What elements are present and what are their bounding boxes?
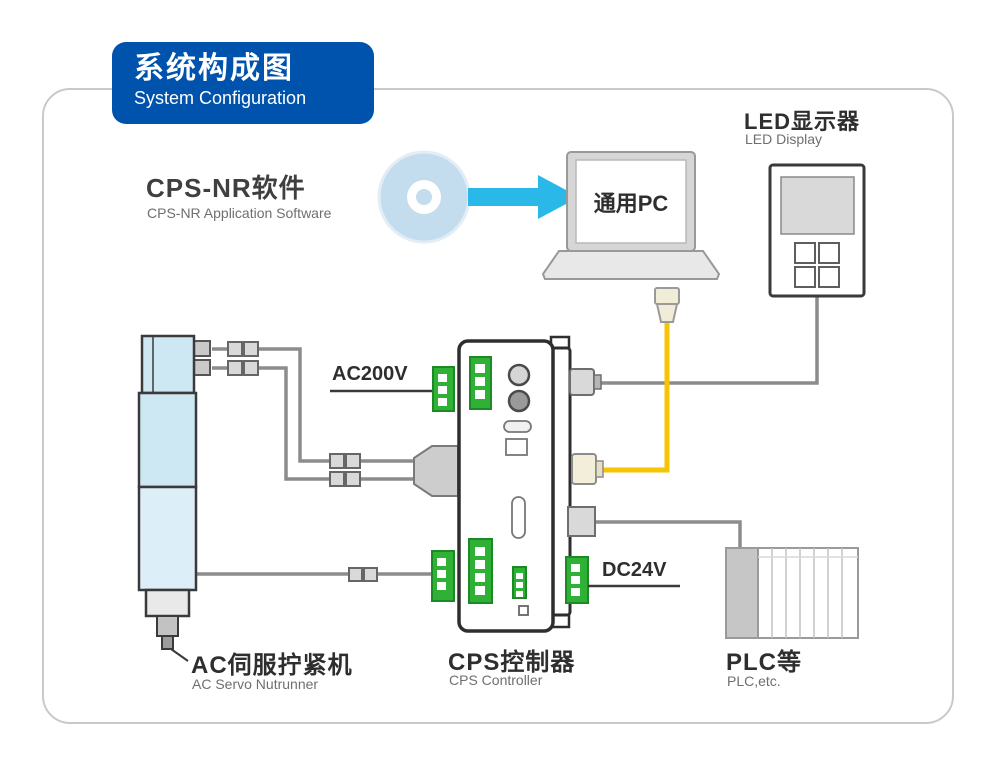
pc-laptop	[541, 151, 721, 280]
led-label-zh: LED显示器	[744, 109, 861, 134]
nutrunner-label-zh: AC伺服拧紧机	[191, 652, 353, 679]
controller-terminal-small-green	[512, 566, 527, 599]
cable-plc	[594, 520, 742, 549]
dc-terminal-green	[565, 556, 589, 604]
page-title-en: System Configuration	[134, 88, 307, 108]
software-label-zh: CPS-NR软件	[146, 173, 306, 203]
controller-rj45-port	[505, 438, 528, 456]
cable-pc-yellow	[600, 321, 670, 473]
nutrunner-device	[137, 334, 211, 662]
cd-disc-icon	[377, 150, 471, 244]
flow-arrow-icon	[468, 175, 579, 219]
software-label-en: CPS-NR Application Software	[147, 205, 332, 221]
pc-label: 通用PC	[593, 191, 669, 216]
cable-couplings	[227, 341, 378, 582]
pc-cable-plug	[654, 287, 680, 323]
controller-tiny-square	[518, 605, 529, 616]
controller-round-connector-2	[507, 389, 531, 413]
led-label-en: LED Display	[745, 131, 823, 147]
controller-round-connector-1	[507, 363, 531, 387]
title-badge: 系统构成图 System Configuration	[112, 42, 374, 124]
controller-slot-vertical	[511, 496, 526, 539]
controller-label-zh: CPS控制器	[448, 649, 576, 676]
controller-port-pc	[571, 453, 604, 485]
dsub-connector	[413, 445, 459, 497]
nutrunner-label-en: AC Servo Nutrunner	[192, 676, 319, 692]
cable-led	[599, 296, 819, 385]
nutrunner-label-leader	[170, 648, 189, 662]
plc-label-en: PLC,etc.	[727, 673, 781, 689]
plc-label-zh: PLC等	[726, 649, 802, 676]
page-title-zh: 系统构成图	[134, 52, 294, 85]
controller-terminal-bottom-green	[468, 538, 493, 604]
controller-port-led	[569, 368, 602, 396]
dc-power-label: DC24V	[602, 559, 667, 581]
controller-device	[457, 335, 572, 633]
io-terminal-left-green	[431, 550, 455, 602]
led-display-device	[768, 163, 866, 298]
ac-power-label: AC200V	[332, 363, 408, 385]
ac-terminal-green	[432, 366, 455, 412]
plc-device	[725, 547, 859, 639]
controller-label-en: CPS Controller	[449, 672, 543, 688]
led-screen	[780, 176, 855, 235]
controller-slot-small	[503, 420, 532, 433]
led-buttons	[794, 242, 840, 288]
controller-port-plc	[567, 506, 596, 537]
controller-terminal-top-green	[469, 356, 492, 410]
